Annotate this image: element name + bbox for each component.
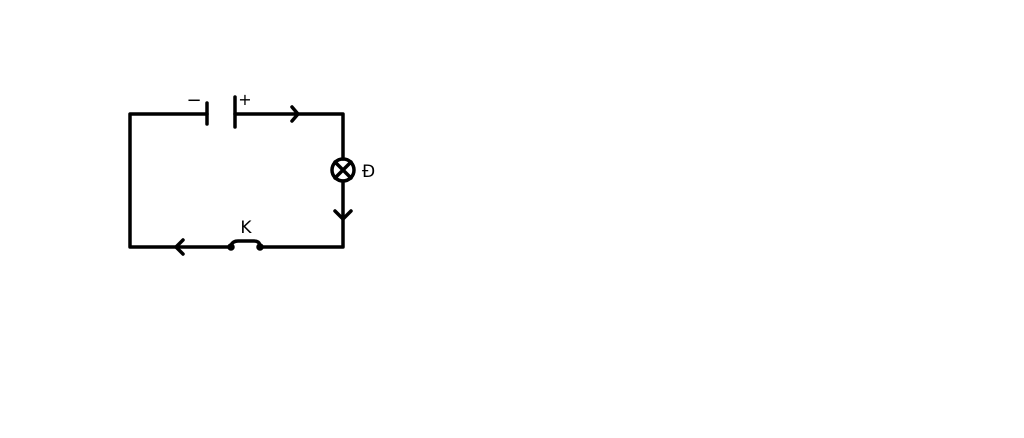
arrow-icon — [174, 238, 185, 256]
wire-right-lower — [260, 179, 345, 249]
wire-top-left — [128, 112, 231, 249]
battery-icon — [205, 95, 237, 129]
arrow-icon — [333, 209, 353, 221]
lamp-label: Đ — [362, 162, 375, 182]
switch-label: K — [240, 218, 252, 238]
switch-icon — [227, 239, 264, 251]
wire-top-right — [233, 112, 345, 161]
arrow-icon — [290, 105, 300, 123]
lamp-icon — [330, 157, 356, 183]
battery-negative-label: − — [186, 90, 201, 111]
battery-positive-label: + — [238, 90, 251, 109]
